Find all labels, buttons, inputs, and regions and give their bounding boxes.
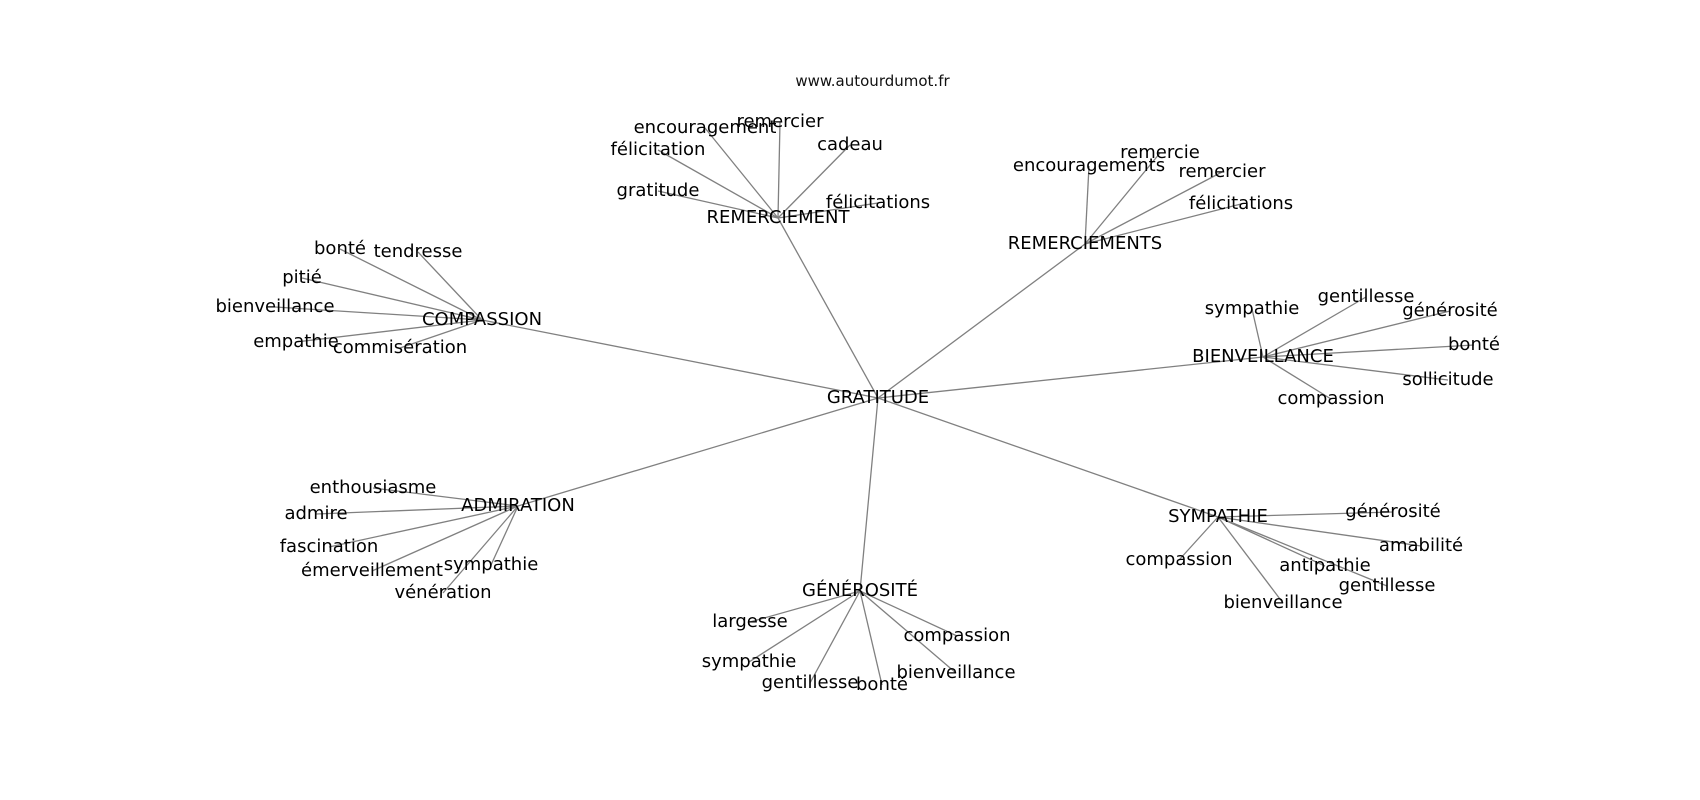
edge-center-6	[859, 397, 879, 592]
edge-leaf-5-3	[1217, 516, 1326, 567]
leaf-node: pitié	[282, 267, 322, 288]
leaf-node: sollicitude	[1402, 369, 1493, 390]
edge-leaf-2-1	[417, 251, 483, 321]
labels: GRATITUDEREMERCIEMENTencouragementremerc…	[215, 111, 1500, 695]
edge-leaf-3-0	[1251, 308, 1264, 358]
edge-leaf-5-4	[1217, 516, 1388, 587]
edge-leaf-6-3	[859, 590, 957, 674]
edge-leaf-2-0	[339, 248, 483, 321]
edge-center-3	[877, 356, 1264, 399]
leaf-node: remercier	[736, 111, 824, 132]
edge-leaf-1-1	[1084, 152, 1161, 245]
leaf-node: félicitations	[826, 192, 930, 213]
leaf-node: cadeau	[817, 134, 883, 155]
leaf-node: bonté	[856, 674, 908, 695]
leaf-node: remercier	[1178, 161, 1266, 182]
edge-center-0	[777, 217, 879, 399]
edge-leaf-0-3	[777, 144, 851, 219]
leaf-node: générosité	[1402, 300, 1498, 321]
edge-leaf-2-5	[399, 319, 483, 349]
edge-leaf-0-4	[657, 190, 779, 219]
leaf-node: sympathie	[444, 554, 539, 575]
edge-leaf-2-3	[274, 306, 483, 321]
leaf-node: commisération	[333, 337, 467, 358]
leaf-node: fascination	[280, 536, 379, 557]
leaf-node: générosité	[1345, 501, 1441, 522]
edge-leaf-3-1	[1262, 296, 1367, 358]
edge-center-2	[481, 319, 879, 399]
leaf-node: gentillesse	[762, 672, 859, 693]
leaf-node: remercie	[1120, 142, 1200, 163]
leaf-node: bienveillance	[215, 296, 334, 317]
leaf-node: gentillesse	[1339, 575, 1436, 596]
edge-leaf-2-4	[295, 319, 483, 343]
edge-leaf-4-0	[372, 487, 519, 507]
edge-leaf-6-2	[748, 590, 861, 663]
edge-leaf-6-0	[749, 590, 861, 623]
edge-leaf-1-0	[1084, 165, 1090, 245]
leaf-node: sympathie	[702, 651, 797, 672]
edge-leaf-1-2	[1084, 171, 1223, 245]
edge-leaf-3-3	[1262, 344, 1475, 358]
edge-leaf-5-1	[1217, 516, 1422, 547]
leaf-node: tendresse	[374, 241, 463, 262]
edge-leaf-3-4	[1262, 356, 1449, 381]
edge-leaf-1-3	[1084, 203, 1242, 245]
leaf-node: admire	[284, 503, 347, 524]
leaf-node: bienveillance	[1223, 592, 1342, 613]
leaf-node: gentillesse	[1318, 286, 1415, 307]
cluster-node: REMERCIEMENT	[706, 207, 850, 228]
leaf-node: vénération	[394, 582, 491, 603]
edge-leaf-4-1	[315, 505, 519, 515]
leaf-node: encouragements	[1013, 155, 1165, 176]
edge-leaf-5-0	[1217, 511, 1394, 518]
edge-center-1	[877, 243, 1086, 399]
edge-center-4	[517, 397, 879, 507]
leaf-node: largesse	[712, 611, 787, 632]
cluster-node: BIENVEILLANCE	[1192, 346, 1334, 367]
leaf-node: bienveillance	[896, 662, 1015, 683]
leaf-node: enthousiasme	[310, 477, 437, 498]
edge-leaf-4-5	[442, 505, 519, 594]
edge-leaf-3-5	[1262, 356, 1332, 400]
leaf-node: empathie	[253, 331, 339, 352]
edge-leaf-6-1	[859, 590, 958, 637]
edge-leaf-4-4	[490, 505, 519, 566]
leaf-node: encouragement	[634, 117, 777, 138]
edge-leaf-0-0	[704, 127, 779, 219]
edge-leaf-5-5	[1217, 516, 1284, 604]
leaf-node: antipathie	[1279, 555, 1371, 576]
edge-leaf-6-5	[859, 590, 883, 686]
edges	[274, 121, 1475, 686]
leaf-node: félicitations	[1189, 193, 1293, 214]
cluster-node: SYMPATHIE	[1168, 506, 1268, 527]
leaf-node: émerveillement	[301, 560, 443, 581]
leaf-node: amabilité	[1379, 535, 1463, 556]
edge-leaf-5-2	[1178, 516, 1219, 561]
edge-leaf-0-1	[777, 121, 781, 219]
leaf-node: bonté	[1448, 334, 1500, 355]
leaf-node: compassion	[1277, 388, 1384, 409]
cluster-node: GÉNÉROSITÉ	[802, 579, 918, 601]
leaf-node: compassion	[903, 625, 1010, 646]
edge-leaf-4-3	[371, 505, 519, 572]
edge-leaf-4-2	[328, 505, 519, 548]
leaf-node: gratitude	[617, 180, 700, 201]
cluster-node: COMPASSION	[422, 309, 542, 330]
leaf-node: compassion	[1125, 549, 1232, 570]
edge-leaf-0-5	[777, 202, 879, 219]
cluster-node: REMERCIEMENTS	[1008, 233, 1162, 254]
edge-leaf-2-2	[301, 277, 483, 321]
cluster-node: ADMIRATION	[461, 495, 575, 516]
edge-center-5	[877, 397, 1219, 518]
edge-leaf-3-2	[1262, 310, 1451, 358]
leaf-node: félicitation	[611, 139, 706, 160]
edge-leaf-6-4	[809, 590, 861, 684]
watermark: www.autourdumot.fr	[795, 72, 950, 90]
leaf-node: sympathie	[1205, 298, 1300, 319]
edge-leaf-0-2	[657, 149, 779, 219]
leaf-node: bonté	[314, 238, 366, 259]
center-node: GRATITUDE	[827, 387, 929, 408]
